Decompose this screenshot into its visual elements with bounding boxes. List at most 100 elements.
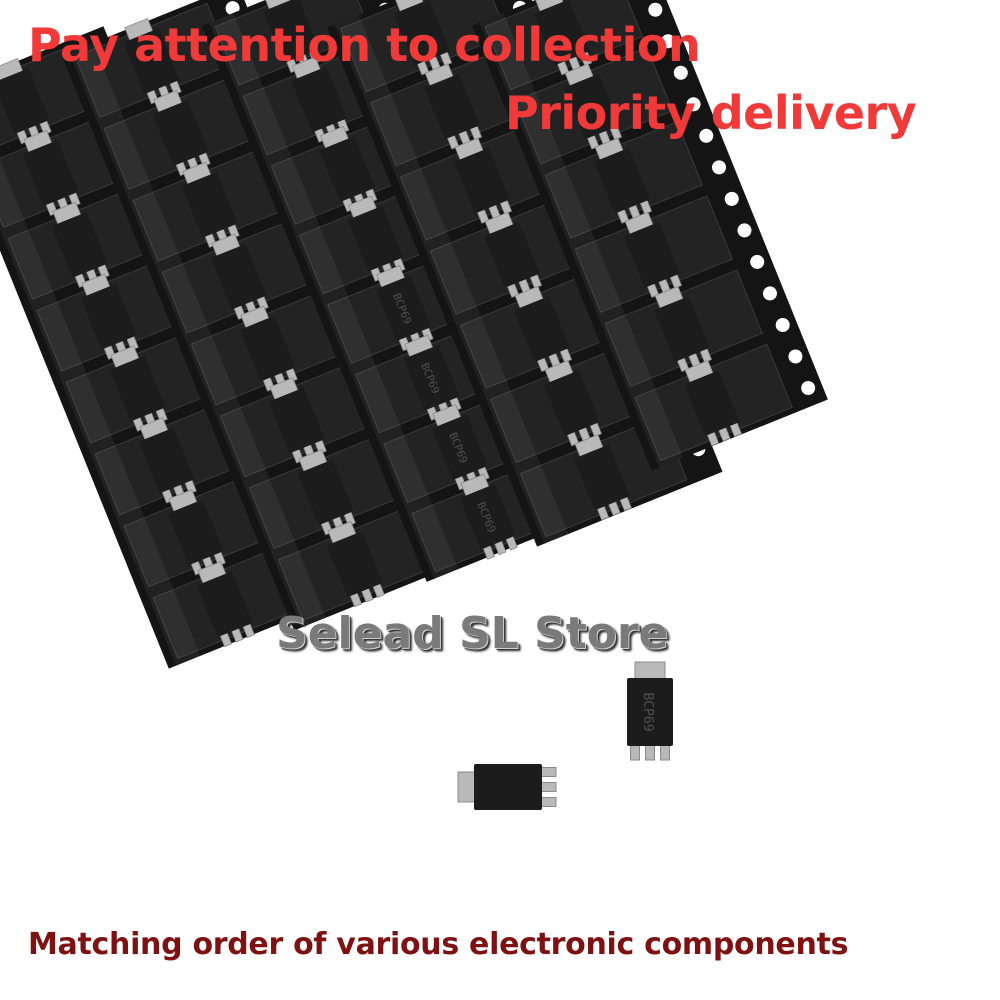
pocket-chip <box>81 273 139 360</box>
loose-chip-flat <box>457 764 557 810</box>
sprocket-hole <box>750 254 765 269</box>
pocket-chip <box>484 211 543 298</box>
pocket-chip <box>654 285 712 373</box>
sot223-chip <box>291 56 350 143</box>
pocket-chip <box>327 521 385 608</box>
sprocket-hole <box>673 65 688 80</box>
sot223-chip <box>564 63 623 150</box>
chip-body <box>153 100 209 166</box>
chip-body <box>460 484 516 550</box>
sot223-chip <box>211 233 269 320</box>
sot223-chip <box>52 201 110 288</box>
sot223-chip <box>197 561 255 648</box>
sot223-chip <box>544 360 602 447</box>
chip-body <box>110 356 166 422</box>
pocket-chip <box>564 63 623 150</box>
chip-body <box>327 531 383 597</box>
pocket-chip <box>684 360 742 447</box>
tape-gloss <box>334 14 569 544</box>
chip-body <box>52 212 108 278</box>
sprocket-hole <box>775 317 790 332</box>
pocket-chip <box>424 63 483 150</box>
chip-pin <box>630 743 640 761</box>
pocket-chip <box>594 137 653 224</box>
chip-body <box>211 244 267 310</box>
pocket-chip <box>23 129 81 217</box>
tape-strip <box>0 26 336 669</box>
chip-tab <box>634 661 666 681</box>
chip-body <box>291 67 347 132</box>
chip-marking: BCP69 <box>640 692 655 731</box>
pocket-chip <box>291 56 350 143</box>
sprocket-hole <box>724 191 739 206</box>
chip-body <box>347 206 403 272</box>
sprocket-hole <box>801 381 816 396</box>
pocket-chip <box>211 233 269 320</box>
loose-components: BCP69 <box>457 661 673 810</box>
sot223-chip <box>110 345 168 432</box>
chip-body <box>564 74 620 139</box>
headline-priority-delivery: Priority delivery <box>505 86 917 140</box>
sprocket-hole <box>699 128 714 143</box>
chip-tab <box>457 771 477 803</box>
chip-body <box>319 136 375 202</box>
sprocket-hole <box>762 286 777 301</box>
sot223-chip: BCP69 <box>627 661 673 761</box>
tape-strip <box>61 0 471 631</box>
chip-body <box>594 148 650 214</box>
chip-body <box>432 414 488 480</box>
sot223-chip <box>484 211 543 298</box>
sot223-chip <box>153 89 211 177</box>
pocket-chip <box>624 211 683 298</box>
chip-body <box>168 499 224 565</box>
chip-pin <box>539 782 557 792</box>
pocket-chip <box>394 0 453 76</box>
chip-body <box>23 140 79 206</box>
sot223-chip <box>168 489 226 576</box>
sot223-chip <box>327 521 385 608</box>
chip-body <box>139 428 195 493</box>
chip-body <box>627 678 673 746</box>
chip-pin <box>539 767 557 777</box>
pocket-chip <box>319 125 378 213</box>
sprocket-hole <box>648 2 663 17</box>
pocket-chip <box>544 360 602 447</box>
sot223-chip <box>124 18 182 105</box>
chip-body <box>182 172 238 238</box>
pocket-chip <box>168 489 226 576</box>
pocket-chip <box>124 18 182 105</box>
chip-body <box>514 296 570 362</box>
tape-strip <box>471 0 828 471</box>
sprocket-hole <box>712 160 727 175</box>
sot223-chip <box>454 137 513 224</box>
pocket-chip <box>263 0 322 74</box>
sot223-chip: BCP69 <box>460 473 518 560</box>
chip-pin <box>660 743 670 761</box>
chip-body <box>684 370 740 436</box>
chip-body <box>240 316 296 382</box>
chip-body <box>0 68 49 134</box>
sot223-chip <box>514 285 572 373</box>
chip-body <box>624 222 680 288</box>
chip-body <box>404 345 459 411</box>
pocket-chip: BCP69 <box>432 404 490 491</box>
sot223-chip <box>457 764 557 810</box>
pocket-chip <box>153 89 211 177</box>
pocket-chip <box>52 201 110 288</box>
sot223-chip <box>424 63 483 150</box>
sprocket-hole <box>788 349 803 364</box>
pocket-chip <box>110 345 168 432</box>
pocket-chip: BCP69 <box>460 473 518 560</box>
loose-chip-upright: BCP69 <box>627 661 673 761</box>
sot223-chip <box>654 285 712 373</box>
tape-gloss <box>0 80 201 666</box>
tape-gloss <box>69 42 326 628</box>
sot223-chip <box>23 129 81 217</box>
sprocket-hole <box>686 97 701 112</box>
chip-body <box>197 571 253 637</box>
chip-pin <box>539 797 557 807</box>
pocket-chip <box>574 434 632 521</box>
tape-gloss <box>479 12 684 468</box>
pocket-chip <box>197 561 255 648</box>
